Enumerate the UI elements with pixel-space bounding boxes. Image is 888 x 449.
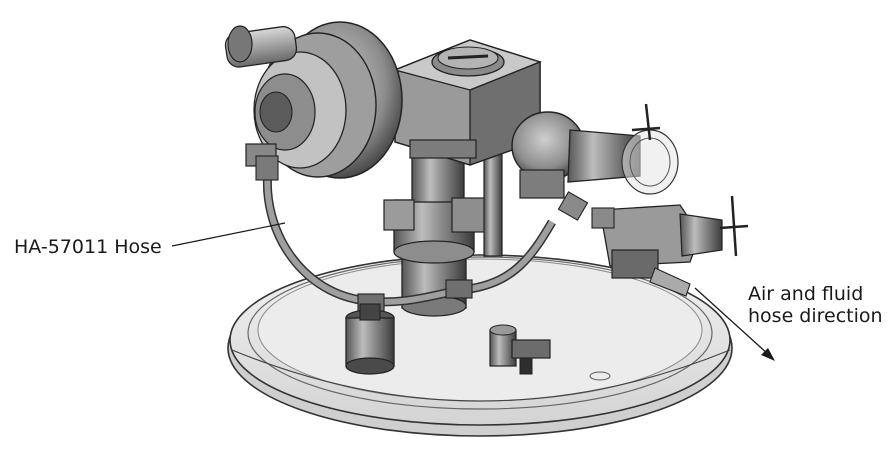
direction-callout-line2: hose direction [748,305,883,327]
air-motor [224,21,403,179]
direction-arrow [694,287,775,361]
regulator-assembly [511,103,749,297]
direction-callout-line1: Air and fluid [748,283,864,305]
ball-valve [489,324,551,375]
hose-leader-line [171,222,286,247]
bung-fitting [345,303,395,375]
hose-callout-label: HA-57011 Hose [14,236,162,258]
